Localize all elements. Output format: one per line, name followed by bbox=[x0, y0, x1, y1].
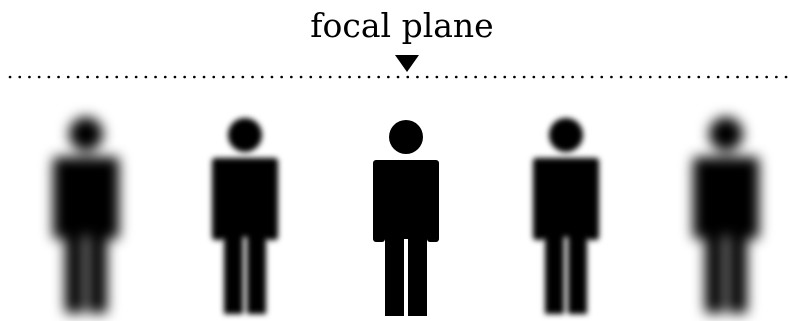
person-left bbox=[212, 118, 278, 314]
person-far-right bbox=[693, 117, 759, 313]
focal-plane-label: focal plane bbox=[310, 6, 494, 45]
figures-layer bbox=[53, 117, 759, 316]
person-far-left bbox=[53, 117, 119, 313]
person-center bbox=[373, 120, 439, 316]
focal-plane-marker-icon bbox=[395, 55, 419, 72]
person-right bbox=[533, 118, 599, 314]
